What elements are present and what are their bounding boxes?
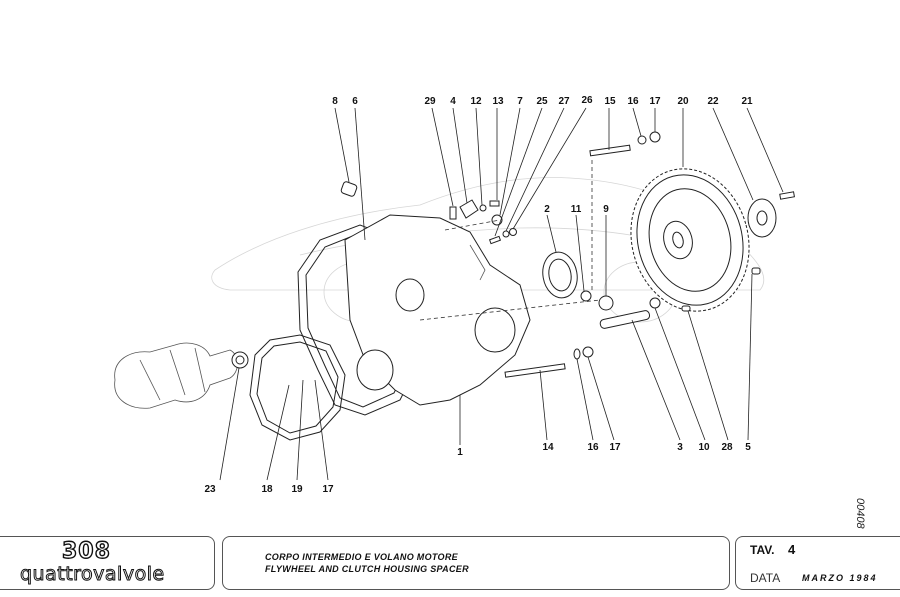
logo-panel: 308 quattrovalvole: [0, 536, 215, 590]
part-17-nut-bottom: [582, 346, 594, 358]
part-4-plate: [459, 199, 479, 219]
callout-26: 26: [581, 95, 593, 106]
table-label: TAV.: [750, 543, 775, 557]
part-22-flywheel: [630, 168, 750, 312]
logo-model: 308: [61, 539, 111, 564]
document-number: 00408: [854, 498, 866, 529]
part-28-pin: [681, 305, 691, 312]
callout-18: 18: [261, 484, 273, 495]
part-21-seal: [231, 351, 249, 369]
part-17-nut-top: [649, 131, 661, 143]
part-29-bolt: [449, 206, 457, 220]
title-italian: CORPO INTERMEDIO E VOLANO MOTORE: [265, 552, 458, 562]
callout-22: 20: [677, 96, 689, 107]
callout-23: 21: [741, 96, 753, 107]
title-panel: CORPO INTERMEDIO E VOLANO MOTORE FLYWHEE…: [222, 536, 730, 590]
callout-28: 28: [721, 442, 733, 453]
part-19-gasket: [249, 334, 346, 441]
callout-13: 12: [470, 96, 482, 107]
part-25-stud: [488, 235, 502, 245]
part-14-stud: [504, 363, 566, 378]
callout-27: 27: [558, 96, 570, 107]
callout-17-bottom: 17: [609, 442, 621, 453]
part-27-washer: [502, 230, 510, 238]
callout-15: 15: [604, 96, 616, 107]
part-24-plate: [747, 198, 777, 238]
callout-10: 10: [698, 442, 710, 453]
part-8-dowel: [340, 181, 358, 197]
callout-20: 19: [291, 484, 303, 495]
callout-6: 6: [352, 96, 358, 107]
part-3-shaft: [599, 310, 651, 329]
callout-17-top: 17: [649, 96, 661, 107]
callout-8: 8: [332, 96, 338, 107]
part-26-nut: [509, 228, 517, 236]
callout-3: 3: [677, 442, 683, 453]
title-block: 308 quattrovalvole CORPO INTERMEDIO E VO…: [0, 536, 900, 592]
part-5-dowel: [751, 267, 761, 275]
part-10-ring: [649, 297, 661, 309]
callout-1: 1: [457, 447, 463, 458]
part-9-oring: [598, 295, 614, 311]
part-1-housing: [344, 214, 531, 406]
callout-2: 2: [544, 204, 550, 215]
exploded-view-diagram: 8 6 29 4 12 13 7 25 27 26 15 16 17 20 22…: [114, 95, 795, 495]
callout-5: 5: [745, 442, 751, 453]
part-13-nut: [479, 204, 487, 212]
callout-9: 9: [603, 204, 609, 215]
crankshaft: [114, 342, 238, 409]
callout-16-top: 16: [627, 96, 639, 107]
callout-16-bottom: 16: [587, 442, 599, 453]
part-7-bush: [491, 214, 503, 226]
callout-7: 7: [517, 96, 523, 107]
callout-12: 13: [492, 96, 504, 107]
meta-panel: TAV. 4 DATA MARZO 1984: [735, 536, 900, 590]
logo-name: quattrovalvole: [20, 563, 165, 586]
callout-21: 23: [204, 484, 216, 495]
callout-29: 29: [424, 96, 436, 107]
part-16-washer-top: [637, 135, 647, 145]
table-number: 4: [788, 542, 796, 557]
part-16-washer-bottom: [573, 348, 581, 360]
part-23-bolt: [779, 191, 795, 200]
part-11-oring: [580, 290, 592, 302]
callout-19: 17: [322, 484, 334, 495]
callout-25: 25: [536, 96, 548, 107]
callout-24: 22: [707, 96, 719, 107]
part-15-stud: [589, 144, 631, 157]
callout-4: 4: [450, 96, 456, 107]
callout-11: 11: [571, 204, 582, 215]
title-english: FLYWHEEL AND CLUTCH HOUSING SPACER: [265, 564, 469, 574]
date-label: DATA: [750, 571, 781, 585]
callout-14: 14: [542, 442, 554, 453]
date-value: MARZO 1984: [802, 573, 878, 583]
part-2-oil-seal: [542, 251, 578, 299]
part-12-screw: [489, 200, 500, 207]
leader-lines: [219, 107, 784, 481]
